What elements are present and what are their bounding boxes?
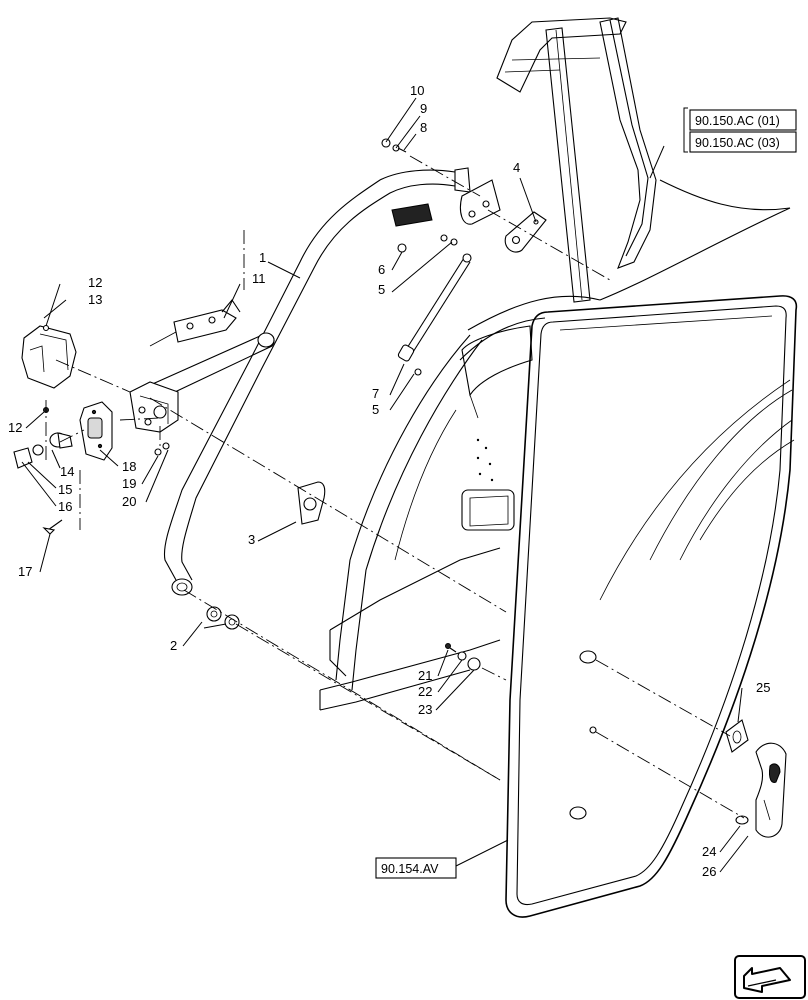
callout-1: 1 [259,250,266,265]
reference-box-top[interactable]: 90.150.AC (01) 90.150.AC (03) [683,107,797,153]
reference-90-150-ac-03[interactable] [689,131,797,153]
striker-assembly [13,401,170,535]
callout-19: 19 [122,476,136,491]
reference-90-150-ac-01-label[interactable]: 90.150.AC (01) [695,114,780,128]
callout-14: 14 [60,464,74,479]
reference-90-154-av-label[interactable]: 90.154.AV [381,862,439,876]
bracket [21,324,77,413]
callout-2: 2 [170,638,177,653]
arrow-back-icon[interactable] [734,955,806,999]
callout-21: 21 [418,668,432,683]
washers [206,481,481,671]
reference-90-154-av[interactable] [375,857,457,879]
reference-box-door[interactable]: 90.154.AV [375,857,457,879]
callout-7: 7 [372,386,379,401]
callout-5a: 5 [378,282,385,297]
callout-12a: 12 [88,275,102,290]
callout-12b: 12 [8,420,22,435]
callout-13: 13 [88,292,102,307]
callout-9: 9 [420,101,427,116]
leader-lines [21,97,749,873]
callout-17: 17 [18,564,32,579]
callout-22: 22 [418,684,432,699]
callout-16: 16 [58,499,72,514]
callout-25: 25 [756,680,770,695]
gas-strut [397,234,472,376]
door-latch-assembly [129,299,241,433]
callout-20: 20 [122,494,136,509]
callout-24: 24 [702,844,716,859]
door-handle [725,719,787,838]
callout-15: 15 [58,482,72,497]
reference-90-150-ac-03-label[interactable]: 90.150.AC (03) [695,136,780,150]
callout-3: 3 [248,532,255,547]
callout-10: 10 [410,83,424,98]
callout-18: 18 [122,459,136,474]
assembly-lines [45,155,745,819]
callout-4: 4 [513,160,520,175]
callout-26: 26 [702,864,716,879]
door-glass-panel [505,295,798,918]
reference-90-150-ac-01[interactable] [689,109,797,131]
grab-bar [147,167,501,596]
callout-labels: 1 2 3 4 5 5 6 7 8 9 10 11 12 12 13 14 15… [8,83,770,879]
callout-11: 11 [252,271,266,286]
callout-23: 23 [418,702,432,717]
cab-pillar [319,17,791,711]
callout-5b: 5 [372,402,379,417]
callout-6: 6 [378,262,385,277]
callout-8: 8 [420,120,427,135]
fender-vent-dots [476,438,494,482]
